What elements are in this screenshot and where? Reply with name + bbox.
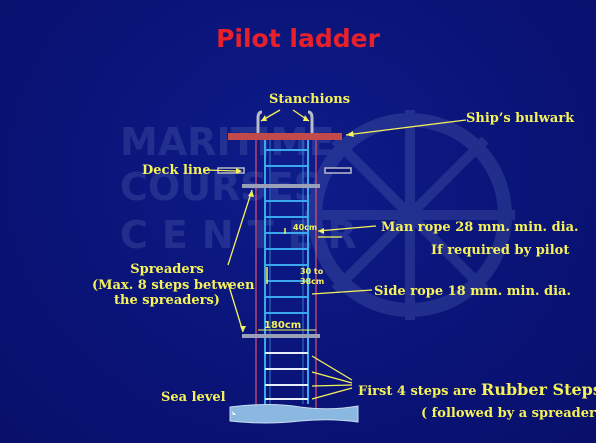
label-spreaders-line3: the spreaders) bbox=[114, 293, 220, 309]
label-followed-by-spreader: ( followed by a spreader) bbox=[421, 406, 596, 421]
rubber-steps bbox=[265, 352, 308, 400]
label-first-steps: First 4 steps are Rubber Steps bbox=[358, 380, 596, 400]
label-spreaders: Spreaders (Max. 8 steps between the spre… bbox=[92, 262, 255, 309]
dimension-spacing-line2: 38cm bbox=[300, 276, 325, 286]
diagram-title: Pilot ladder bbox=[216, 24, 380, 53]
ships-bulwark bbox=[228, 133, 342, 140]
label-spreaders-line2: (Max. 8 steps between bbox=[92, 277, 255, 293]
spreader-top bbox=[242, 184, 320, 188]
spreader-bottom bbox=[242, 334, 320, 338]
stanchion-right bbox=[307, 110, 314, 137]
arrowheads bbox=[236, 115, 354, 332]
dimension-spacing: 30 to 38cm bbox=[300, 267, 324, 286]
watermark-text-3: CENTER bbox=[120, 213, 371, 257]
label-first-steps-prefix: First 4 steps are bbox=[358, 384, 482, 399]
dimension-spreader-width: 180cm bbox=[264, 320, 302, 331]
label-side-rope: Side rope 18 mm. min. dia. bbox=[374, 284, 571, 299]
label-man-rope: Man rope 28 mm. min. dia. bbox=[381, 220, 579, 235]
label-sea-level: Sea level bbox=[161, 390, 226, 405]
deck-slot-right bbox=[324, 167, 352, 174]
label-deck-line: Deck line bbox=[142, 163, 211, 178]
label-if-required: If required by pilot bbox=[431, 243, 570, 258]
label-rubber-steps: Rubber Steps bbox=[481, 380, 596, 399]
stanchion-left bbox=[256, 110, 263, 137]
callout-arrows bbox=[205, 109, 467, 400]
label-ships-bulwark: Ship’s bulwark bbox=[466, 111, 575, 126]
sea-level-surface bbox=[229, 404, 359, 424]
watermark-wheel-icon bbox=[308, 113, 512, 317]
ladder-steps bbox=[265, 149, 308, 314]
dimension-spacing-line1: 30 to bbox=[300, 267, 324, 276]
dimension-step-gap: 40cm bbox=[293, 223, 318, 232]
label-spreaders-line1: Spreaders bbox=[130, 262, 204, 277]
watermark-text-1: MARITIME bbox=[120, 120, 334, 164]
label-stanchions: Stanchions bbox=[269, 92, 351, 107]
cursor-icon bbox=[232, 411, 236, 415]
